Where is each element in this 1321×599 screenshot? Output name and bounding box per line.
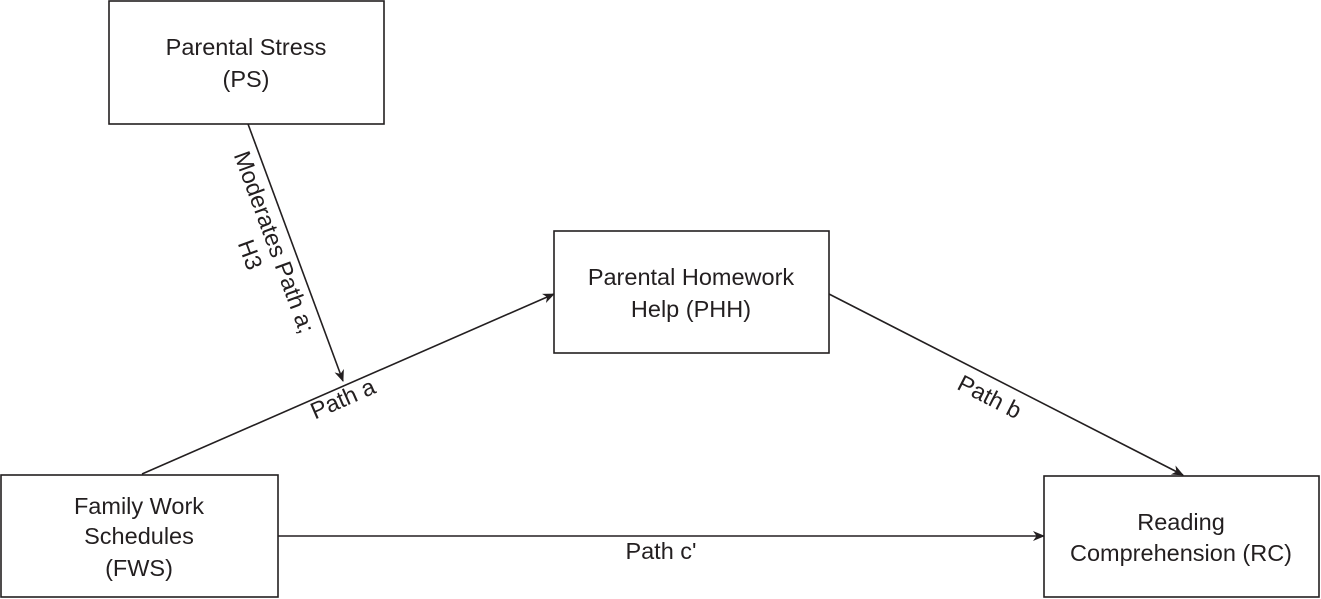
node-family-work-schedules-line3: (FWS) xyxy=(105,555,173,581)
node-parental-stress-line1: Parental Stress xyxy=(166,34,327,60)
node-parental-stress-line2: (PS) xyxy=(223,66,270,92)
moderation-label: Moderates Path a; H3 xyxy=(204,148,323,353)
moderation-arrow xyxy=(247,123,344,382)
node-family-work-schedules-line2: Schedules xyxy=(84,523,194,549)
node-reading-comprehension: Reading Comprehension (RC) xyxy=(1043,475,1320,598)
path-a-arrow xyxy=(141,293,555,475)
node-parental-homework-help: Parental Homework Help (PHH) xyxy=(553,230,830,354)
node-parental-homework-help-line2: Help (PHH) xyxy=(631,296,751,322)
node-reading-comprehension-line1: Reading xyxy=(1137,509,1225,535)
node-reading-comprehension-line2: Comprehension (RC) xyxy=(1070,540,1292,566)
node-family-work-schedules: Family Work Schedules (FWS) xyxy=(0,474,279,598)
path-b-arrow xyxy=(828,293,1184,476)
path-c-prime-label: Path c' xyxy=(625,538,696,564)
node-parental-homework-help-line1: Parental Homework xyxy=(588,264,795,290)
node-family-work-schedules-line1: Family Work xyxy=(74,493,204,519)
node-parental-stress: Parental Stress (PS) xyxy=(108,0,385,125)
path-b-label: Path b xyxy=(953,370,1025,424)
